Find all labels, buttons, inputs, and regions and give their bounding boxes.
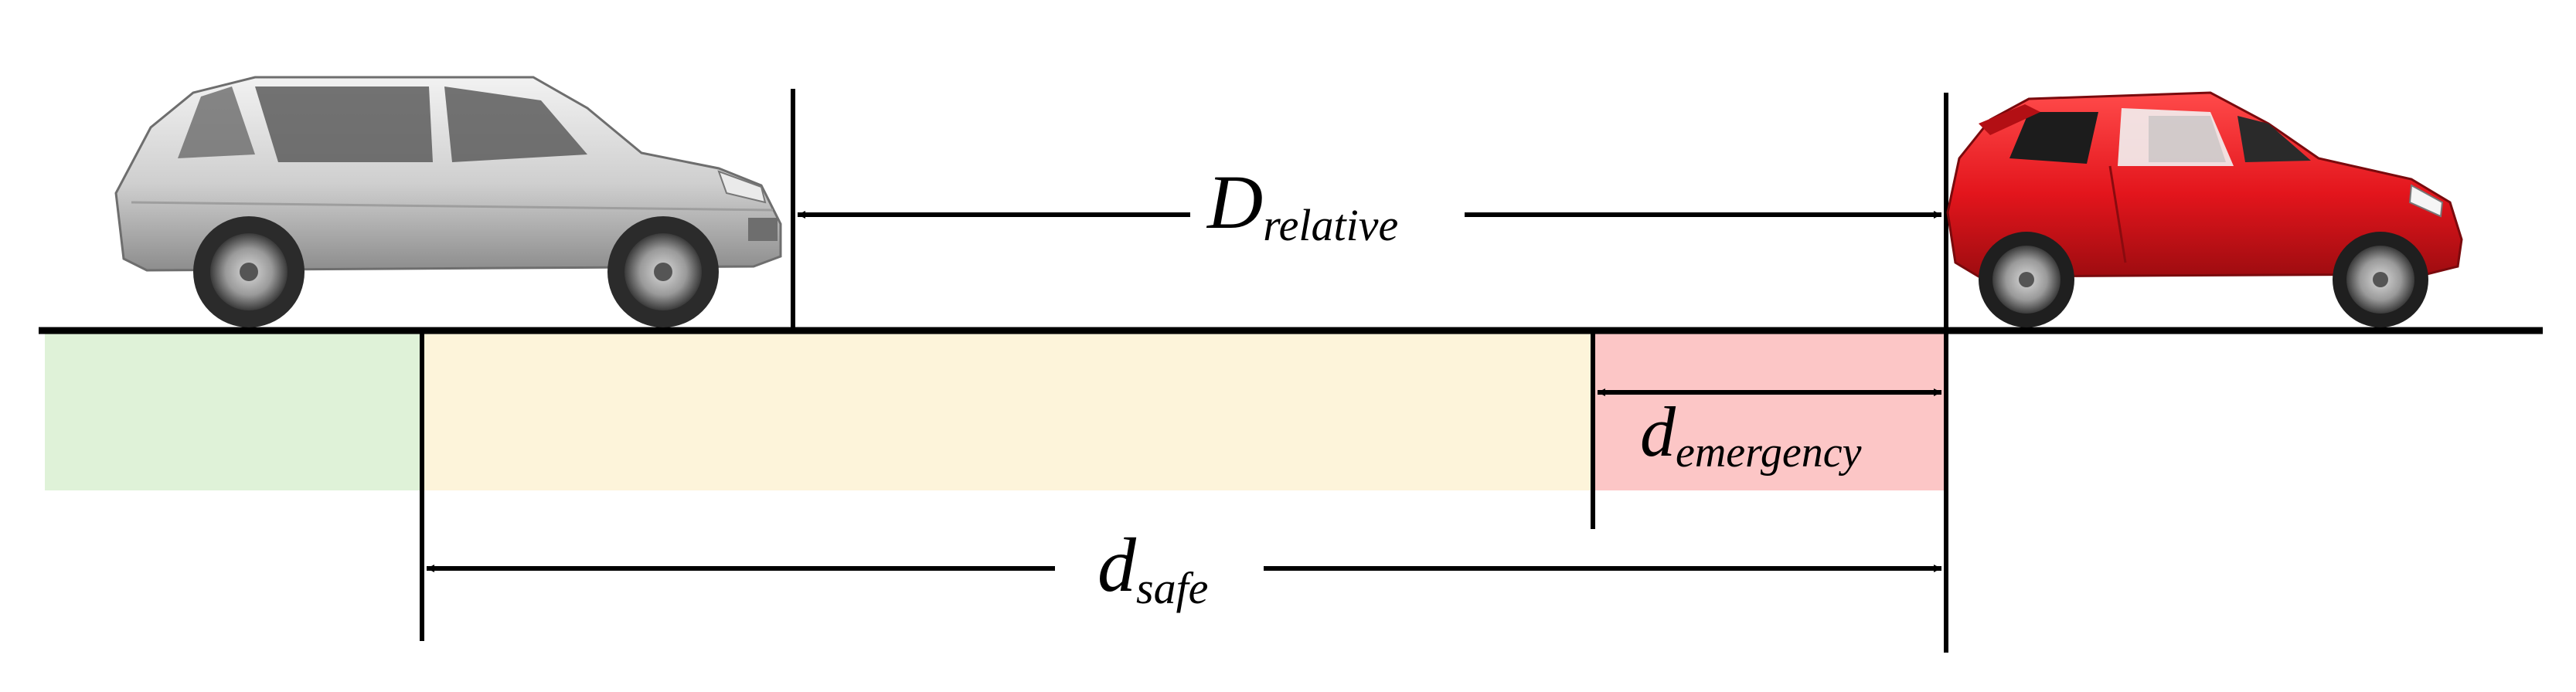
relative-distance-label: Drelative (1206, 159, 1398, 250)
safe-distance-label: dsafe (1097, 522, 1208, 613)
emergency-zone (1593, 334, 1945, 490)
warning-zone (422, 334, 1593, 490)
hatchback-icon (1946, 91, 2463, 327)
safe-zone (45, 334, 422, 490)
emergency-distance-label: demergency (1640, 392, 1862, 477)
suv-icon (114, 76, 782, 327)
